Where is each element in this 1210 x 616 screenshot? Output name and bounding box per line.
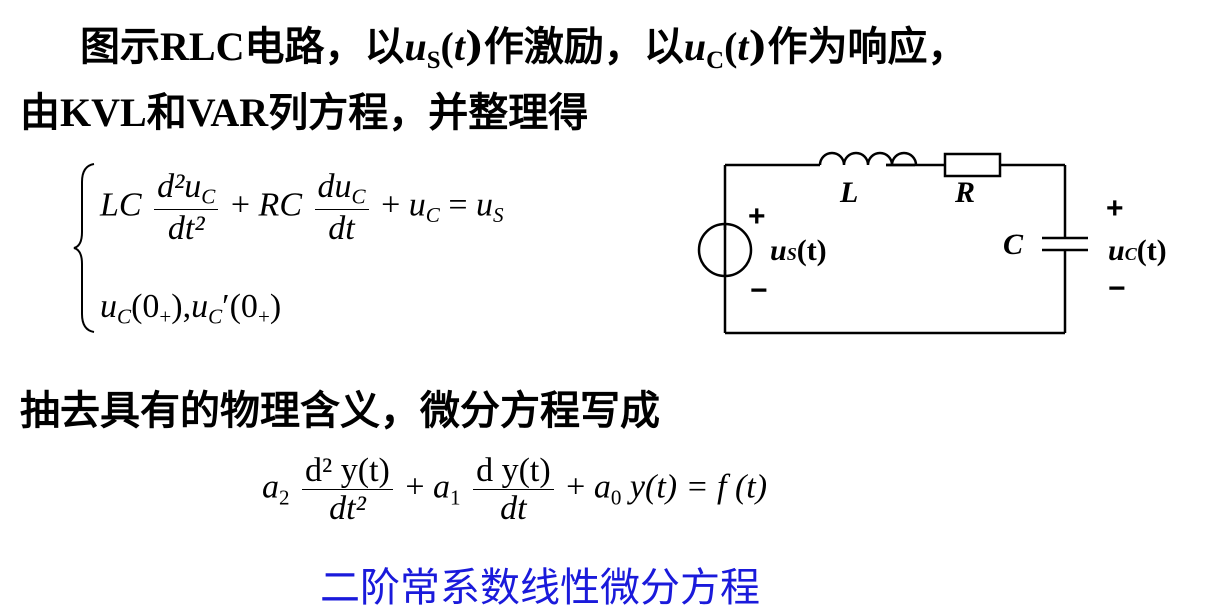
frac-numerator: d²u <box>157 168 202 205</box>
intro-paren: ( <box>724 24 738 69</box>
ic-plus-sub: + <box>159 304 172 329</box>
intro-line-2: 由KVL和VAR列方程，并整理得 <box>20 80 588 138</box>
fraction-first-derivative: duC dt <box>314 168 369 247</box>
ic-prime-zero: ′(0 <box>222 288 258 325</box>
us-sub: S <box>786 244 797 264</box>
eq-rc: RC <box>258 186 302 224</box>
ic-sep: ), <box>171 288 192 325</box>
source-minus: − <box>750 274 768 307</box>
abstract-heading: 抽去具有的物理含义，微分方程写成 <box>20 387 660 434</box>
equals-sign: = <box>448 186 468 224</box>
initial-conditions: uC(0+),uC′(0+) <box>100 288 281 330</box>
uc-t: (t) <box>1136 234 1167 267</box>
cap-voltage-label: uC(t) <box>1108 234 1167 268</box>
eq-uc: u <box>408 186 426 224</box>
frac-denominator: dt <box>500 490 527 528</box>
coef-a0: a <box>593 468 611 506</box>
us-letter: u <box>770 234 787 267</box>
ic-uc: u <box>100 288 117 325</box>
coef-a0-sub: 0 <box>610 485 622 510</box>
eq-lc: LC <box>100 186 142 224</box>
intro-text: )作为响应， <box>748 23 968 70</box>
ic-close: ) <box>269 288 282 325</box>
inductor-coil <box>818 151 918 166</box>
coef-a1-sub: 1 <box>450 485 461 510</box>
intro-line-1: 图示RLC电路，以uS(t)作激励，以uC(t)作为响应， <box>80 14 967 75</box>
coef-a2-sub: 2 <box>279 485 290 510</box>
general-fraction-first: d y(t) dt <box>473 452 554 528</box>
rlc-circuit-diagram <box>697 151 1088 335</box>
ic-uc-prime-sub: C <box>208 304 223 329</box>
plus-sign: + <box>230 186 251 224</box>
frac-denominator: dt <box>328 209 355 247</box>
intro-t: t <box>737 24 749 69</box>
uc-letter: u <box>1108 234 1125 267</box>
frac-denominator: dt² <box>329 490 366 528</box>
intro-kvl: KVL <box>60 90 147 135</box>
intro-text: )作激励，以 <box>464 23 684 70</box>
intro-rlc: RLC <box>160 24 245 69</box>
differential-equation: LC d²uC dt² + RC duC dt + uC = uS <box>100 168 504 247</box>
fraction-second-derivative: d²uC dt² <box>154 168 219 247</box>
source-plus: + <box>748 200 766 233</box>
intro-text: 和 <box>146 89 187 136</box>
intro-paren: ( <box>440 24 454 69</box>
frac-numerator: d y(t) <box>473 452 554 491</box>
frac-numerator: d² y(t) <box>302 452 393 491</box>
intro-us: u <box>404 24 427 69</box>
ic-uc-sub: C <box>117 304 132 329</box>
equation-brace <box>73 163 95 333</box>
intro-uc: u <box>683 24 707 69</box>
equation-rest: y(t) = f (t) <box>629 468 768 506</box>
intro-text: 图示 <box>80 23 160 70</box>
intro-var: VAR <box>186 90 269 135</box>
intro-text: 由 <box>20 89 60 136</box>
intro-t: t <box>453 24 465 69</box>
frac-numerator-sub: C <box>351 184 366 209</box>
ic-zero: (0 <box>131 288 160 325</box>
us-t: (t) <box>796 234 827 267</box>
eq-uc-sub: C <box>425 203 440 228</box>
general-differential-equation: a2 d² y(t) dt² + a1 d y(t) dt + a0 y(t) … <box>262 452 767 528</box>
intro-text: 电路，以 <box>244 23 405 70</box>
resistor-box <box>943 152 1002 178</box>
frac-numerator: du <box>317 168 352 205</box>
intro-us-sub: S <box>426 46 441 74</box>
intro-uc-sub: C <box>706 46 725 74</box>
conclusion-title: 二阶常系数线性微分方程 <box>320 565 760 611</box>
source-voltage-label: uS(t) <box>770 234 827 268</box>
resistor-label: R <box>955 176 976 209</box>
uc-sub: C <box>1124 244 1137 264</box>
eq-us: u <box>476 186 493 224</box>
frac-denominator: dt² <box>167 209 205 247</box>
general-fraction-second: d² y(t) dt² <box>302 452 393 528</box>
cap-minus: − <box>1108 272 1126 305</box>
frac-numerator-sub: C <box>201 184 216 209</box>
eq-us-sub: S <box>493 203 504 228</box>
intro-text: 列方程，并整理得 <box>268 89 589 136</box>
plus-sign: + <box>381 186 401 224</box>
coef-a1: a <box>433 468 451 506</box>
plus-sign: + <box>405 468 425 506</box>
inductor-label: L <box>840 176 859 209</box>
ic-plus-sub: + <box>257 304 270 329</box>
cap-plus: + <box>1106 192 1124 225</box>
capacitor-label: C <box>1003 228 1024 261</box>
ic-uc-prime: u <box>191 288 209 325</box>
plus-sign: + <box>566 468 586 506</box>
coef-a2: a <box>262 468 279 506</box>
